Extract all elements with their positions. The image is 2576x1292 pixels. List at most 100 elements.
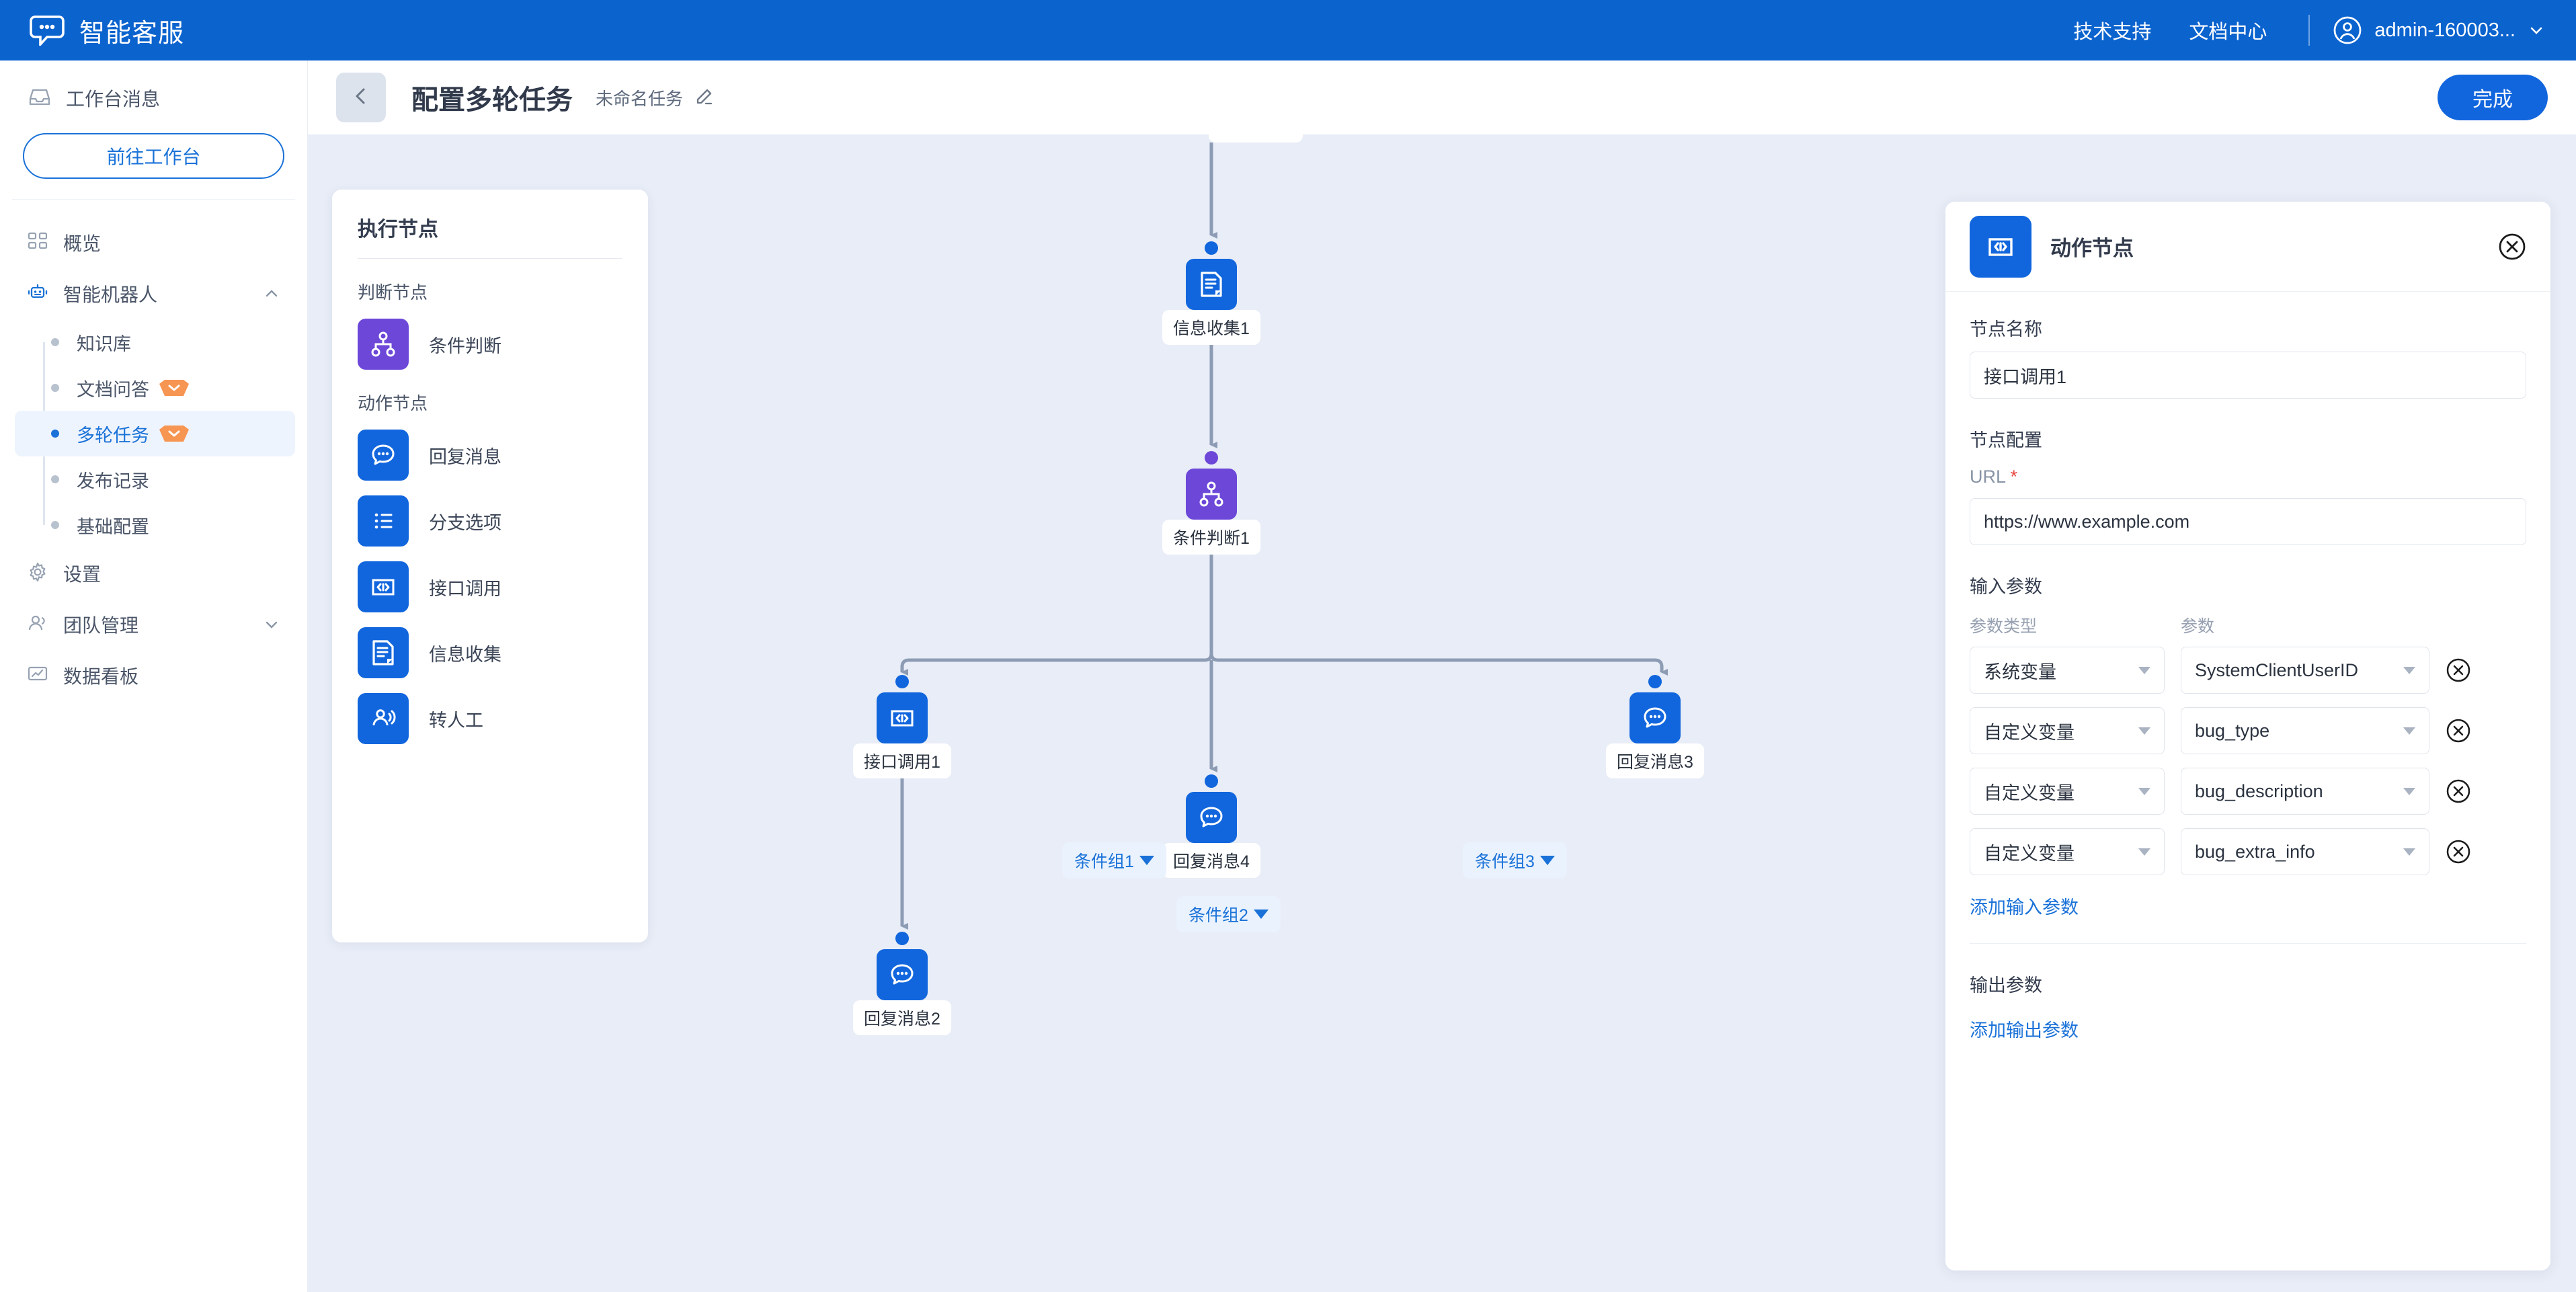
chat-bubble-icon [358, 430, 409, 481]
flow-node-api-call-1[interactable]: 接口调用1 [853, 675, 951, 778]
sidebar-item-label: 数据看板 [63, 666, 139, 687]
tech-support-link[interactable]: 技术支持 [2073, 22, 2152, 43]
code-brackets-icon [358, 561, 409, 612]
sidebar-subitem-multi-turn-task[interactable]: 多轮任务 [15, 411, 295, 456]
url-input[interactable] [1970, 498, 2526, 545]
param-name-select[interactable]: bug_type [2181, 707, 2429, 754]
flow-node-label: 条件判断1 [1162, 520, 1260, 555]
sidebar-item-data-dashboard[interactable]: 数据看板 [12, 650, 295, 701]
chevron-down-icon [1539, 856, 1555, 865]
param-name-select[interactable]: bug_extra_info [2181, 828, 2429, 875]
param-type-column-header: 参数类型 [1970, 617, 2038, 636]
node-palette: 执行节点 判断节点 条件判断 动作节点 [332, 190, 648, 942]
bullet-icon [51, 430, 59, 438]
node-input-port[interactable] [895, 675, 909, 688]
node-name-label: 节点名称 [1970, 319, 2042, 339]
sidebar-subitem-label: 基础配置 [77, 516, 149, 537]
condition-group-chip-1[interactable]: 条件组1 [1062, 842, 1166, 879]
sidebar-subitem-publish-records[interactable]: 发布记录 [15, 456, 295, 502]
flow-node-reply-message-2[interactable]: 回复消息2 [853, 932, 951, 1035]
doc-center-link[interactable]: 文档中心 [2189, 22, 2267, 43]
param-name-value: bug_type [2195, 720, 2270, 741]
sidebar-item-workbench-messages[interactable]: 工作台消息 [23, 78, 284, 118]
condition-chip-label: 条件组3 [1475, 852, 1535, 871]
sidebar-item-label: 团队管理 [63, 615, 139, 636]
user-menu[interactable]: admin-160003... [2333, 15, 2545, 45]
node-name-input[interactable] [1970, 352, 2526, 399]
topbar-right: 技术支持 文档中心 admin-160003... [2054, 15, 2545, 46]
node-input-port[interactable] [1648, 675, 1662, 688]
param-row: 自定义变量 bug_extra_info [1970, 828, 2526, 875]
sidebar-nav: 概览 智能机器人 [0, 200, 307, 701]
premium-badge-icon [159, 424, 190, 443]
condition-group-chip-2[interactable]: 条件组2 [1176, 896, 1281, 932]
palette-item-label: 转人工 [429, 710, 483, 731]
param-name-value: bug_extra_info [2195, 841, 2315, 862]
close-circle-icon[interactable] [2498, 233, 2526, 261]
chevron-down-icon [2138, 666, 2150, 674]
node-input-port[interactable] [1205, 241, 1218, 255]
back-button[interactable] [336, 73, 386, 122]
bullet-icon [51, 521, 59, 529]
bullet-icon [51, 338, 59, 346]
param-type-select[interactable]: 自定义变量 [1970, 707, 2165, 754]
bullet-icon [51, 384, 59, 392]
chevron-up-icon[interactable] [263, 285, 280, 302]
document-note-icon [358, 627, 409, 678]
sidebar-item-smart-robot[interactable]: 智能机器人 [12, 268, 295, 319]
sidebar-subitem-doc-qa[interactable]: 文档问答 [15, 365, 295, 411]
branch-node-icon [358, 319, 409, 370]
delete-circle-icon[interactable] [2446, 657, 2471, 683]
node-input-port[interactable] [1205, 774, 1218, 788]
sidebar-subitem-label: 知识库 [77, 333, 131, 354]
chevron-down-icon [2403, 666, 2415, 674]
brand[interactable]: 智能客服 [30, 12, 184, 49]
param-name-select[interactable]: SystemClientUserID [2181, 647, 2429, 694]
flow-node-reply-message-3[interactable]: 回复消息3 [1606, 675, 1704, 778]
url-label: URL [1970, 467, 2526, 487]
sidebar-subitem-knowledge-base[interactable]: 知识库 [15, 319, 295, 365]
chevron-down-icon[interactable] [263, 616, 280, 633]
flow-node-info-collect-1[interactable]: 信息收集1 [1162, 241, 1260, 345]
delete-circle-icon[interactable] [2446, 839, 2471, 864]
chevron-down-icon [2403, 787, 2415, 795]
palette-item-label: 条件判断 [429, 335, 501, 356]
condition-group-chip-3[interactable]: 条件组3 [1463, 842, 1567, 879]
param-type-select[interactable]: 自定义变量 [1970, 768, 2165, 815]
add-output-param-button[interactable]: 添加输出参数 [1970, 1020, 2079, 1041]
sidebar-item-settings[interactable]: 设置 [12, 548, 295, 599]
param-name-select[interactable]: bug_description [2181, 768, 2429, 815]
go-to-workbench-button[interactable]: 前往工作台 [23, 133, 284, 179]
clipped-node-caption [1209, 134, 1303, 143]
palette-item-transfer-agent[interactable]: 转人工 [358, 693, 622, 744]
flow-node-condition-1[interactable]: 条件判断1 [1162, 451, 1260, 555]
sidebar-subitem-basic-config[interactable]: 基础配置 [15, 502, 295, 548]
add-input-param-button[interactable]: 添加输入参数 [1970, 897, 2079, 918]
param-type-select[interactable]: 自定义变量 [1970, 828, 2165, 875]
sidebar-item-team-management[interactable]: 团队管理 [12, 599, 295, 650]
delete-circle-icon[interactable] [2446, 718, 2471, 743]
sidebar-subitem-label: 多轮任务 [77, 425, 149, 446]
param-type-select[interactable]: 系统变量 [1970, 647, 2165, 694]
chevron-down-icon [2403, 727, 2415, 735]
done-button[interactable]: 完成 [2438, 75, 2548, 120]
list-icon [358, 495, 409, 547]
palette-item-api-call[interactable]: 接口调用 [358, 561, 622, 612]
chevron-down-icon [2138, 727, 2150, 735]
node-input-port[interactable] [1205, 451, 1218, 465]
param-column-headers: 参数类型 参数 [1970, 613, 2526, 637]
node-input-port[interactable] [895, 932, 909, 945]
output-params-title: 输出参数 [1970, 975, 2042, 996]
flow-node-reply-message-4[interactable]: 回复消息4 [1162, 774, 1260, 878]
pencil-icon[interactable] [694, 87, 714, 108]
palette-item-condition[interactable]: 条件判断 [358, 319, 622, 370]
sidebar-item-overview[interactable]: 概览 [12, 217, 295, 268]
delete-circle-icon[interactable] [2446, 778, 2471, 804]
palette-item-branch-options[interactable]: 分支选项 [358, 495, 622, 547]
arrow-left-icon [349, 84, 373, 112]
users-icon [27, 612, 48, 637]
flow-node-label: 回复消息2 [853, 1000, 951, 1035]
palette-item-reply-message[interactable]: 回复消息 [358, 430, 622, 481]
chevron-down-icon [2138, 787, 2150, 795]
palette-item-info-collect[interactable]: 信息收集 [358, 627, 622, 678]
